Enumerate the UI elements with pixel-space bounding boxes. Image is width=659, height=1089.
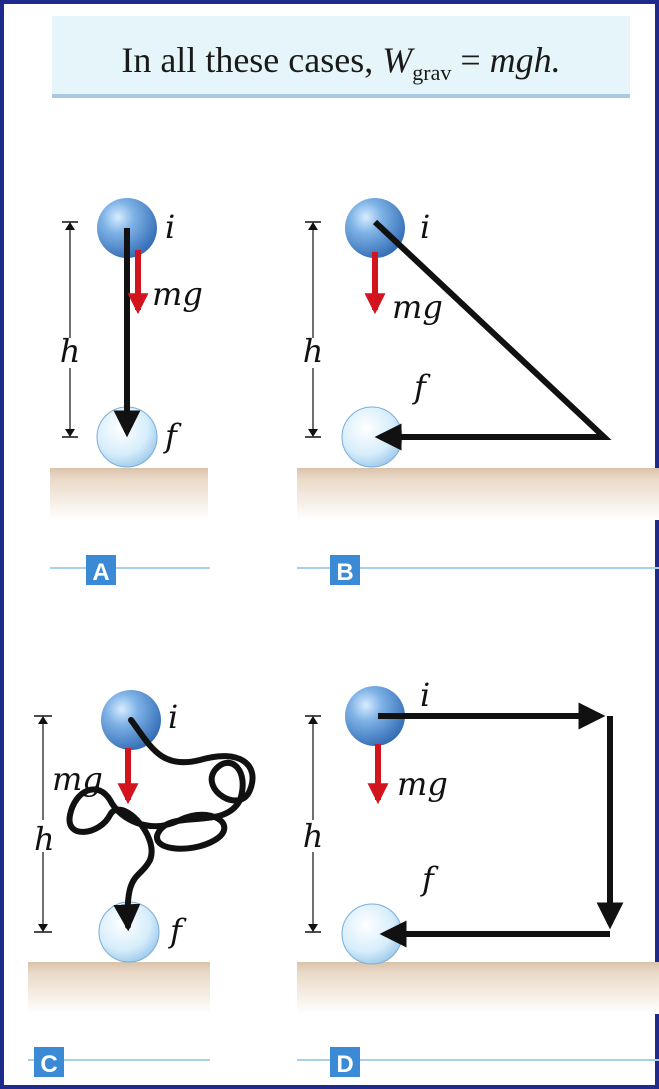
initial-label-a: i	[165, 208, 175, 246]
height-marker-c	[34, 715, 52, 933]
panel-label-d: D	[336, 1051, 353, 1078]
weight-label-c: mg	[52, 760, 103, 798]
panel-label-box-d	[330, 1047, 360, 1077]
panel-label-box-b	[330, 555, 360, 585]
path-arrow-c	[66, 717, 256, 932]
initial-ball-b	[345, 198, 405, 258]
panel-label-box-c	[34, 1047, 64, 1077]
ground-b	[297, 468, 659, 520]
initial-label-d: i	[420, 676, 430, 714]
weight-label-d: mg	[397, 765, 448, 803]
initial-label-b: i	[420, 208, 430, 246]
panel-c: i mg h f C	[28, 690, 256, 1078]
panel-label-box-a	[86, 555, 116, 585]
panel-d: h i mg f D	[297, 676, 659, 1078]
path-arrow-b	[372, 219, 612, 451]
caption-banner: In all these cases, Wgrav = mgh.	[52, 16, 630, 98]
ground-a	[50, 468, 208, 520]
panel-label-c: C	[40, 1051, 57, 1078]
height-label-c: h	[34, 820, 55, 858]
panel-label-b: B	[336, 559, 353, 586]
ground-c	[28, 962, 210, 1014]
panel-a: h i mg f A	[50, 198, 210, 586]
height-label-d: h	[303, 817, 324, 855]
height-marker-d: h	[303, 715, 324, 933]
height-marker-a: h	[60, 221, 81, 438]
height-label-a: h	[60, 332, 81, 370]
caption-text: In all these cases, Wgrav = mgh.	[121, 40, 560, 85]
weight-label-b: mg	[392, 288, 443, 326]
initial-label-c: i	[168, 698, 178, 736]
initial-ball-d	[345, 686, 405, 746]
panel-b: h i mg f B	[297, 198, 659, 586]
height-label-b: h	[303, 332, 324, 370]
caption-rule	[52, 94, 630, 98]
weight-label-a: mg	[152, 275, 203, 313]
panel-label-a: A	[92, 559, 109, 586]
ground-d	[297, 962, 659, 1014]
height-marker-b: h	[303, 221, 324, 438]
